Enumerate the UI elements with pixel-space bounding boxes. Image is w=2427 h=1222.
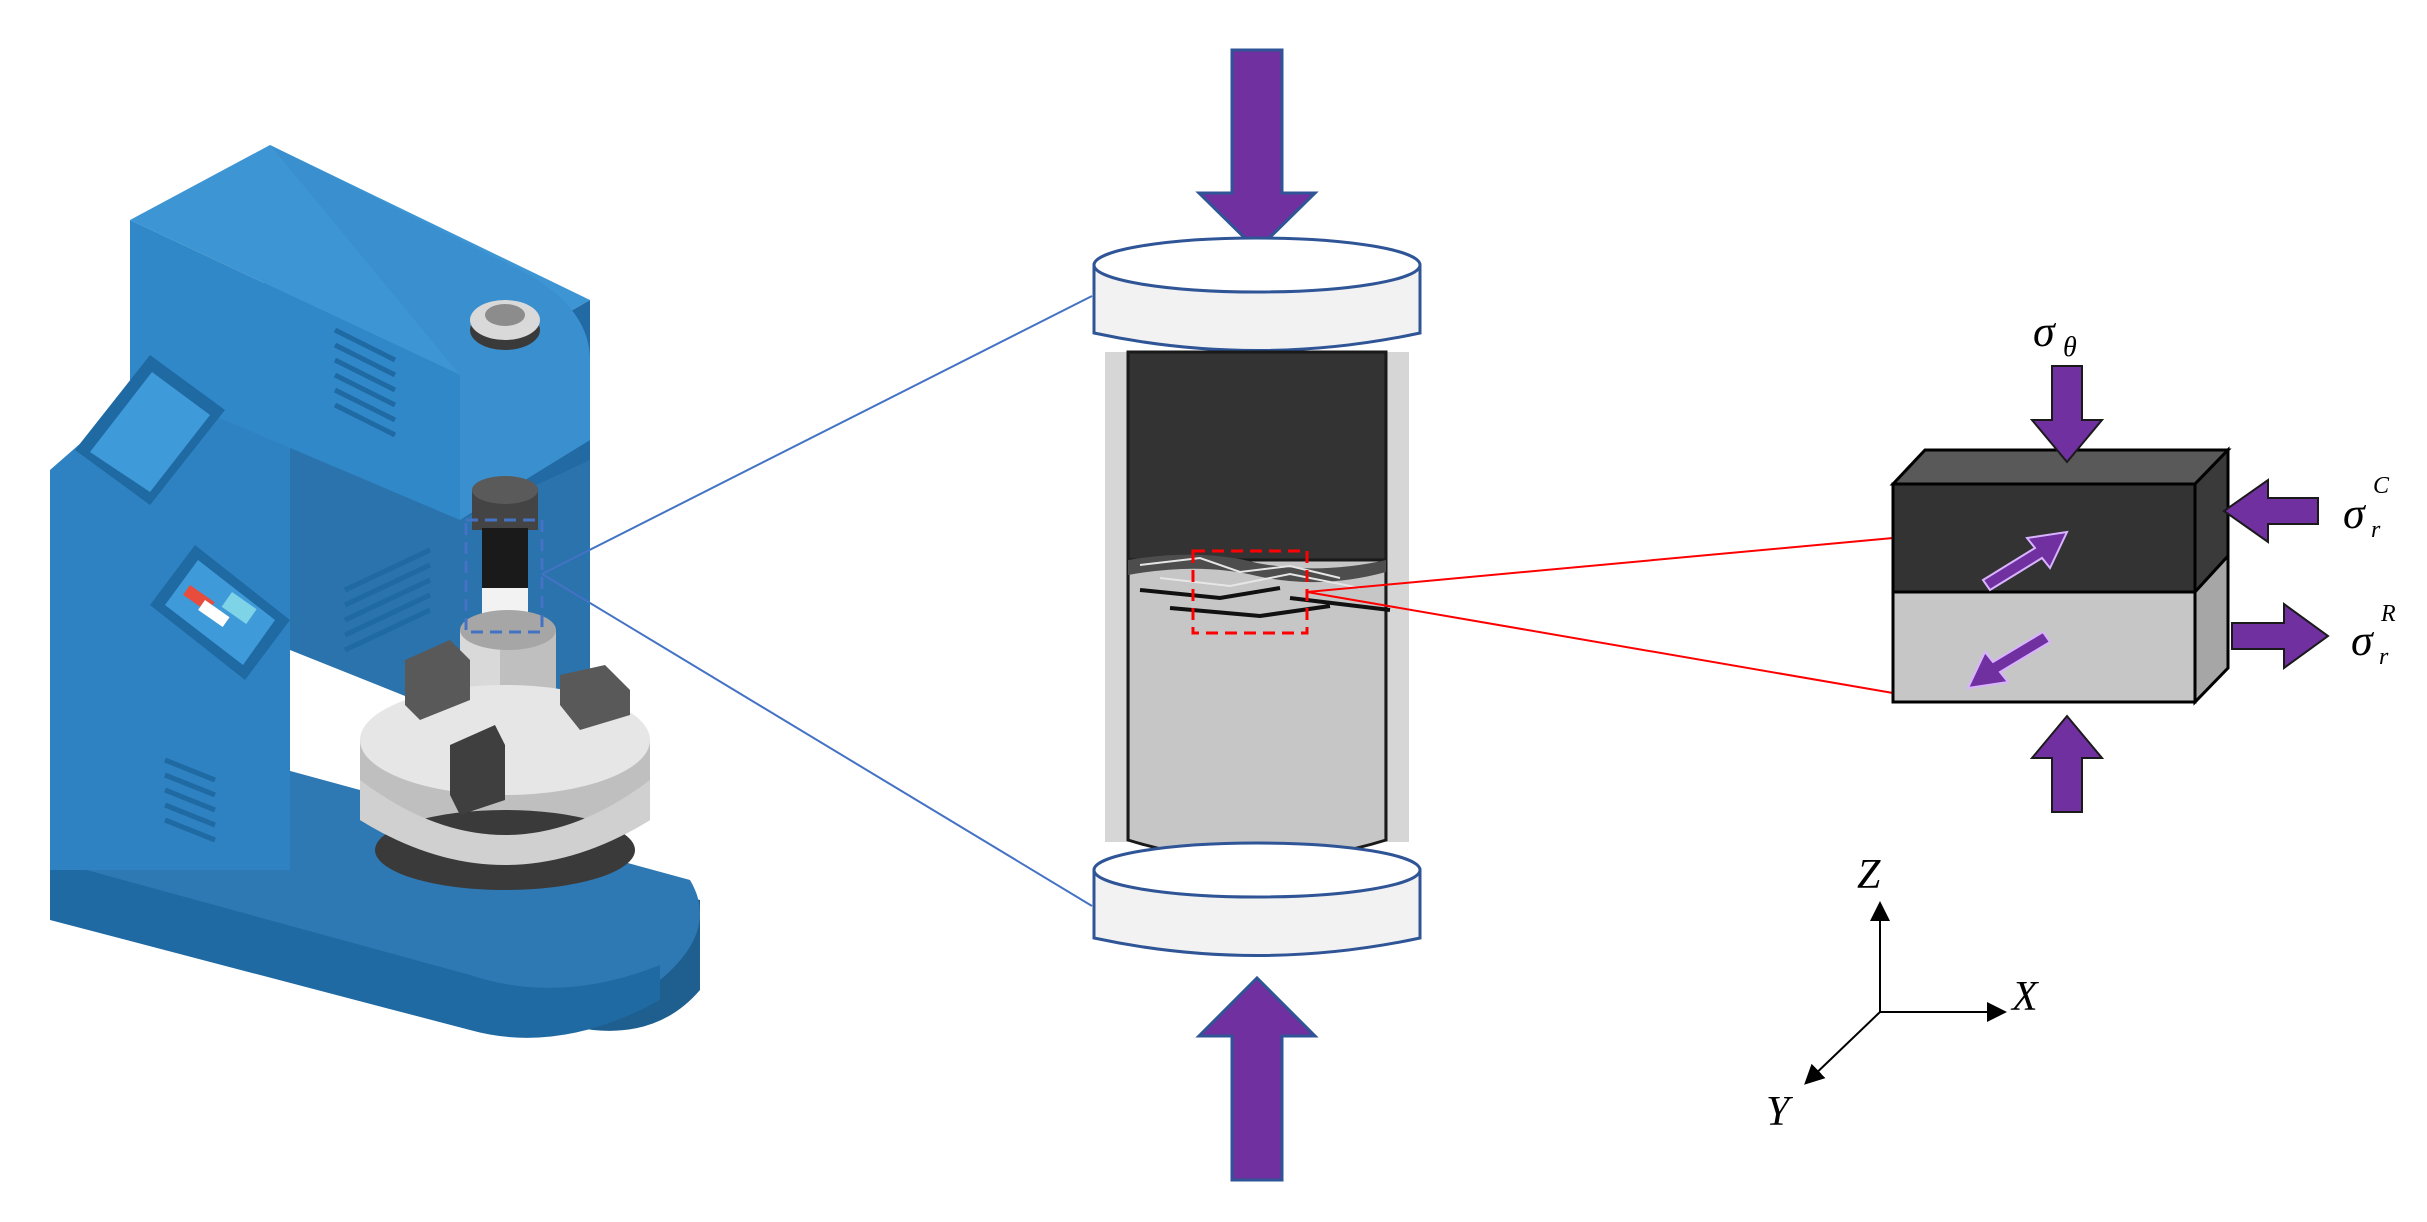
sigma-r-c-subscript: r [2371,517,2381,543]
sigma-theta-label: σ [2033,307,2057,356]
sigma-r-c-superscript: C [2373,473,2390,499]
x-axis-label: X [2010,974,2040,1020]
y-axis-label: Y [1766,1089,1794,1135]
sigma-theta-arrow-icon [2029,365,2105,464]
blue-zoom-lines [541,295,1093,907]
shear-arrow-upper-icon [1981,530,2069,592]
stress-element-block [1889,365,2330,813]
bottom-compression-arrow-icon [1195,975,1319,1182]
sigma-r-r-label: σ [2351,616,2375,665]
machine-zoom-box [464,518,544,634]
coordinate-axes [1804,901,2007,1085]
sigma-r-r-arrow-icon [2231,602,2330,670]
y-axis [1804,1011,1881,1085]
sigma-r-c-label: σ [2343,489,2367,538]
bottom-normal-arrow-icon [2029,714,2105,813]
stress-labels: σ θ σ r C σ r R [2033,307,2396,670]
sigma-r-r-subscript: r [2379,644,2389,670]
shear-arrow-lower-icon [1966,630,2052,690]
sigma-r-r-superscript: R [2380,601,2396,627]
top-compression-arrow-icon [1195,48,1319,253]
z-axis-label: Z [1857,852,1881,898]
sigma-theta-subscript: θ [2063,332,2077,363]
red-zoom-lines [1306,537,1894,694]
specimen-cylinder [1092,48,1422,1182]
sigma-r-c-arrow-icon [2222,478,2319,544]
testing-machine-icon [50,145,700,1038]
